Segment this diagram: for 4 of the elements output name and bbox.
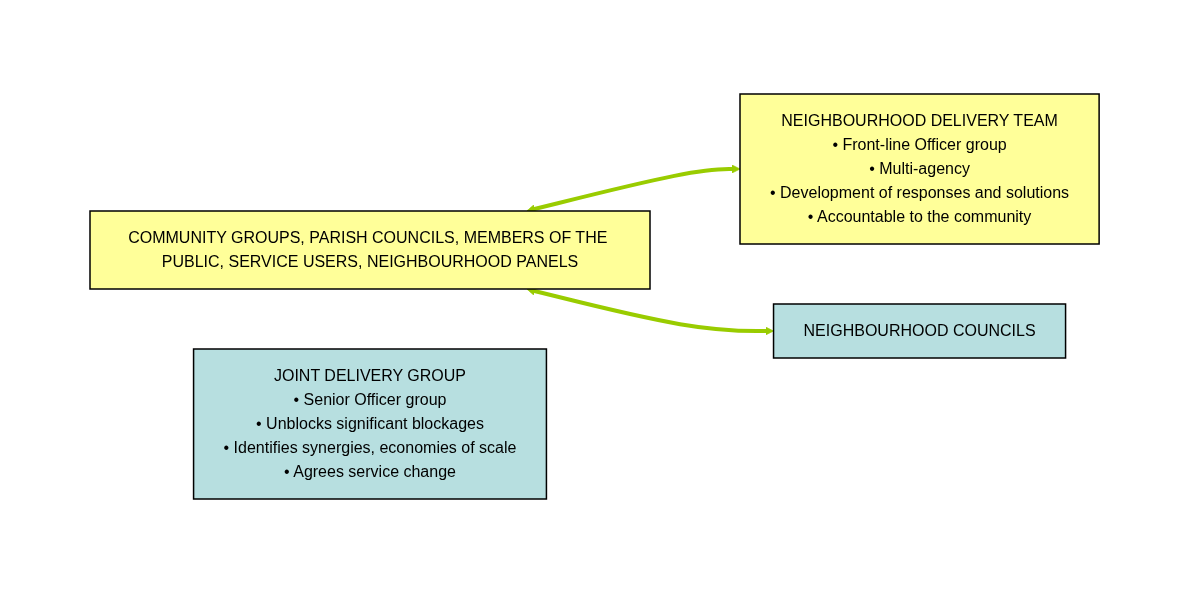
node-box: COMMUNITY GROUPS, PARISH COUNCILS, MEMBERS OF THE PUBLIC, SERVICE USERS, NEIGHBOURHOOD PANELS — [89, 210, 652, 290]
node-box: NEIGHBOURHOOD COUNCILS — [773, 303, 1067, 359]
node-box: NEIGHBOURHOOD DELIVERY TEAM • Front-line Officer group • Multi-agency • Development of responses and solutions • Accountable to the community — [739, 93, 1101, 245]
node-box: JOINT DELIVERY GROUP • Senior Officer group • Unblocks significant blockages • Identifies synergies, economies of scale • Agrees service change — [193, 348, 548, 500]
